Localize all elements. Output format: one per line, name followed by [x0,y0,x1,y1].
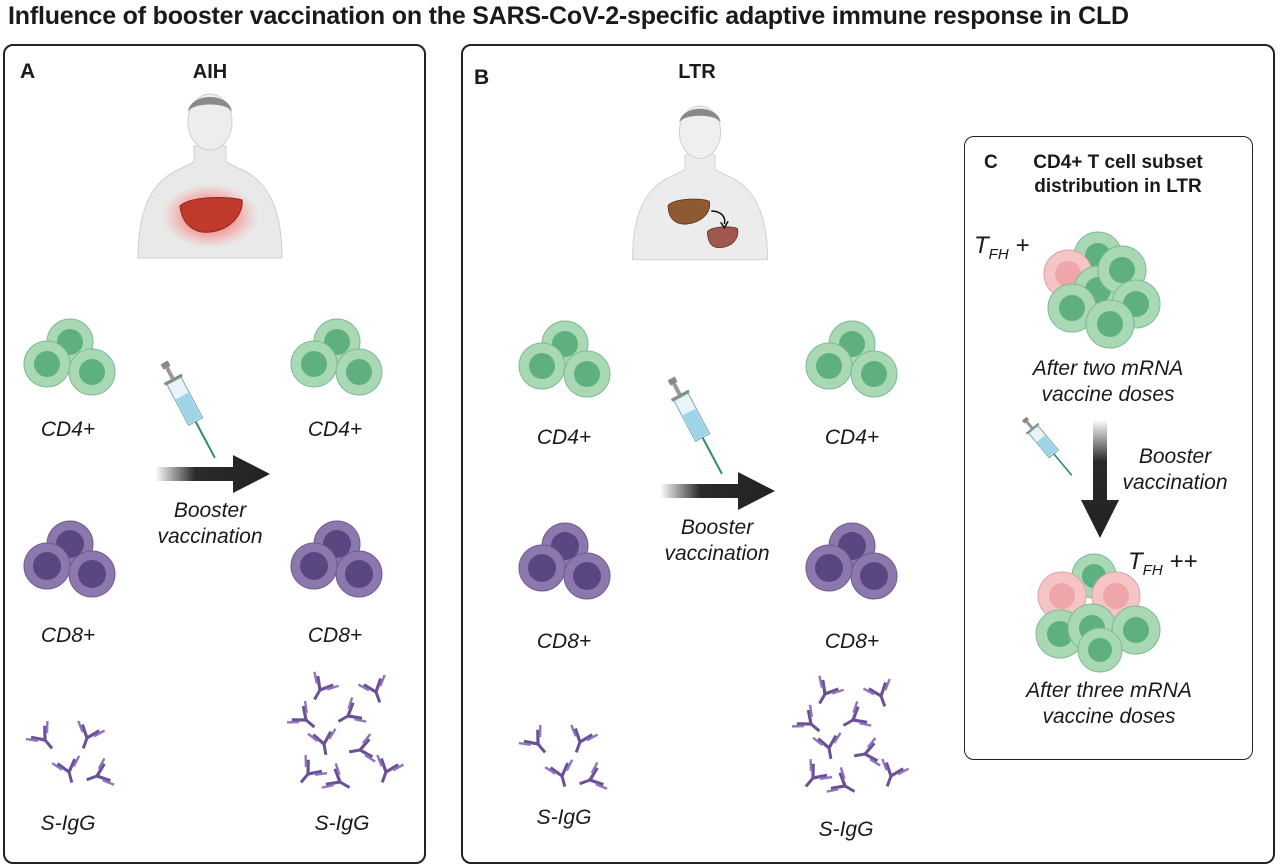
cd8-label-after-a: CD8+ [307,624,363,647]
cd4-cells-before-a [23,318,116,396]
igg-label-after-a: S-IgG [314,812,370,835]
igg-label-before-a: S-IgG [40,812,96,835]
igg-label-before-b: S-IgG [536,806,592,829]
booster-arrow-a [155,455,270,493]
cd4-cluster-three-doses [1035,553,1161,673]
cd8-label-before-a: CD8+ [40,624,96,647]
panel-c-letter: C [984,152,998,173]
panel-a-letter: A [20,60,36,83]
cd4-cells-after-a [290,318,383,396]
panel-c [964,136,1253,760]
patient-aih-liver-icon [137,93,283,259]
igg-label-after-b: S-IgG [818,818,874,841]
panel-b-letter: B [474,66,490,89]
cd8-label-after-b: CD8+ [824,630,880,653]
antibodies-before-b [517,723,609,799]
booster-label-a: Booster vaccination [157,499,263,548]
booster-label-c: Booster vaccination [1122,445,1228,494]
two-doses-label: After two mRNA vaccine doses [1032,357,1184,406]
panel-c-title: CD4+ T cell subset distribution in LTR [1033,152,1203,197]
booster-arrow-c [1081,420,1119,538]
syringe-icon [160,360,216,459]
cd8-label-before-b: CD8+ [536,630,592,653]
booster-arrow-b [660,472,775,510]
booster-label-b: Booster vaccination [664,516,770,565]
panel-b-title: LTR [678,61,716,83]
cd4-cells-after-b [805,320,898,398]
cd8-cells-before-a [23,520,116,598]
antibodies-after-b [790,674,911,806]
cd8-cells-after-b [805,522,898,600]
panel-b [461,44,1275,864]
cd4-label-before-b: CD4+ [536,426,592,449]
figure-title: Influence of booster vaccination on the … [8,2,1129,30]
antibodies-before-a [24,719,116,795]
patient-ltr-liver-transplant-icon [632,105,768,261]
antibodies-after-a [285,670,406,802]
tfh-label-three-doses: TFH ++ [1128,548,1198,579]
tfh-label-two-doses: TFH + [974,232,1030,263]
cd8-cells-after-a [290,520,383,598]
cd4-label-after-b: CD4+ [824,426,880,449]
three-doses-label: After three mRNA vaccine doses [1026,679,1192,728]
panel-a [3,44,426,864]
cd4-cluster-two-doses [1043,231,1161,349]
syringe-icon [1021,416,1073,476]
panel-a-title: AIH [192,61,228,83]
cd4-label-before-a: CD4+ [40,418,96,441]
cd4-cells-before-b [518,320,611,398]
syringe-icon [667,376,723,475]
cd4-label-after-a: CD4+ [307,418,363,441]
cd8-cells-before-b [518,522,611,600]
